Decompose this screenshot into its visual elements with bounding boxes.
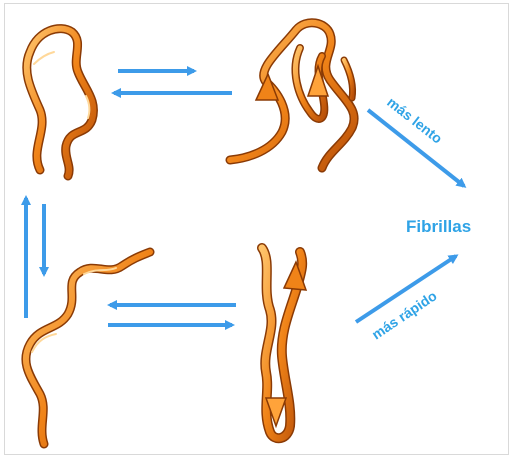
fibrils-label: Fibrillas xyxy=(406,217,471,236)
equilibrium-arrows-top xyxy=(114,71,232,93)
disordered-loop-structure xyxy=(27,29,94,176)
equilibrium-arrows-left xyxy=(26,198,44,318)
equilibrium-arrows-bottom xyxy=(108,305,236,325)
hairpin-loop-structure xyxy=(230,23,354,168)
faster-label: más rápido xyxy=(369,287,440,342)
slower-label: más lento xyxy=(384,94,445,147)
beta-hairpin-structure xyxy=(262,248,306,438)
extended-coil-structure xyxy=(26,252,150,444)
